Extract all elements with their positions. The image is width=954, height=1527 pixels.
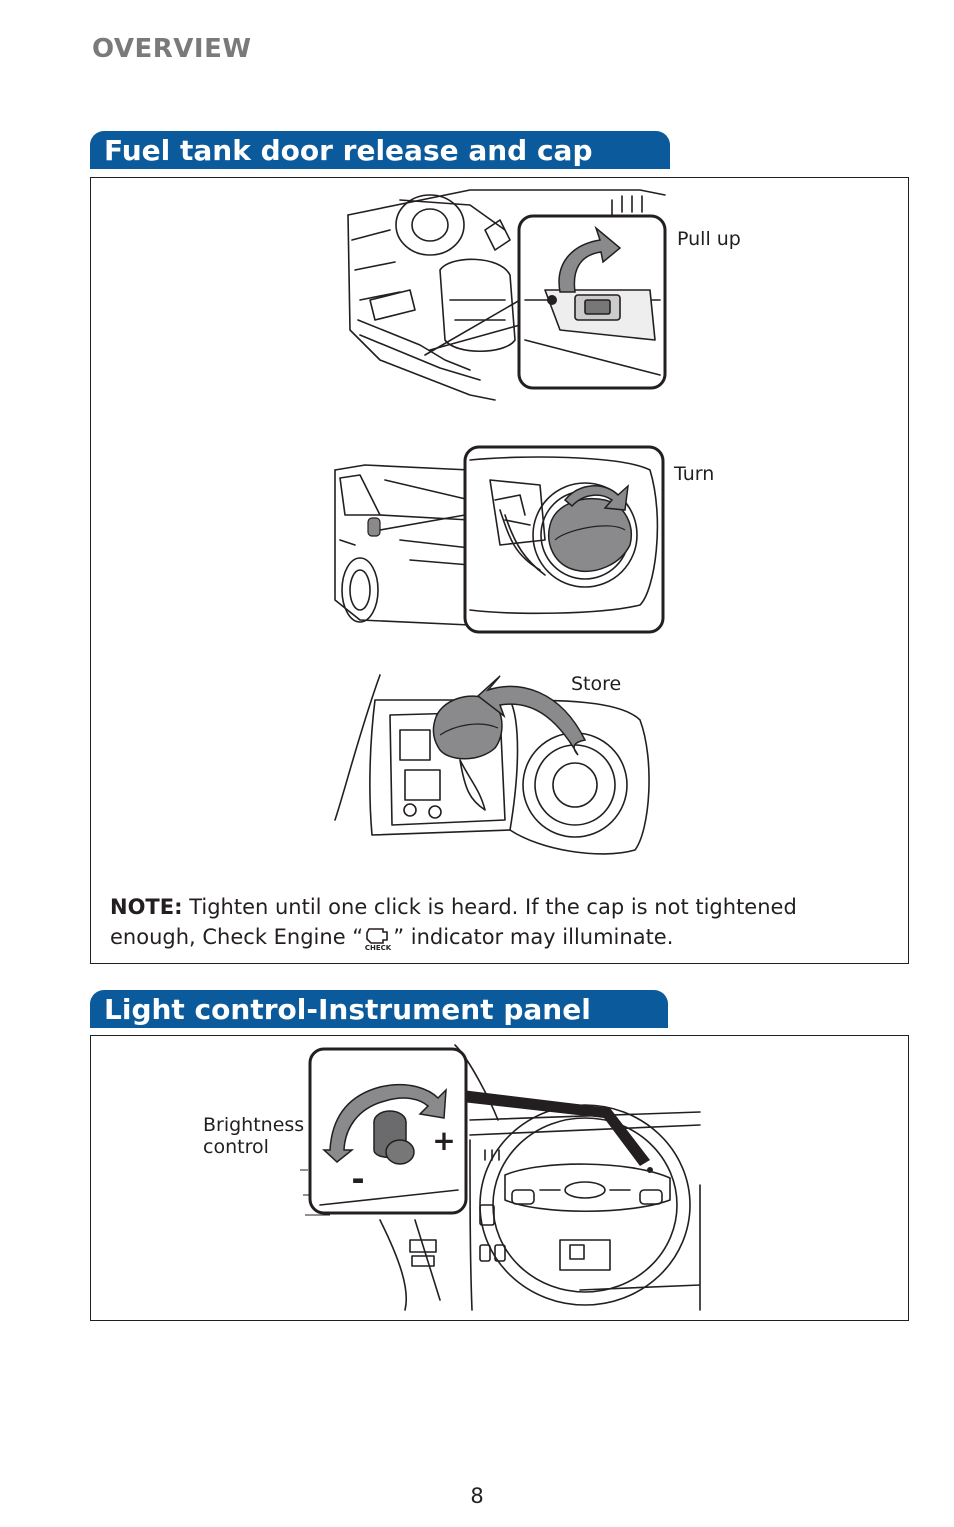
brightness-label-line2: control (203, 1136, 269, 1158)
note-text-after: ” indicator may illuminate. (393, 925, 674, 949)
plus-symbol: + (432, 1124, 455, 1157)
fuel-section-box (90, 177, 909, 964)
minus-symbol: - (351, 1160, 364, 1198)
page-number: 8 (470, 1484, 484, 1508)
turn-label: Turn (674, 463, 715, 485)
brightness-label-line1: Brightness (203, 1114, 305, 1136)
pull-up-label: Pull up (677, 228, 741, 250)
light-section-box (90, 1035, 909, 1321)
store-label: Store (571, 673, 622, 695)
fuel-section-title: Fuel tank door release and cap (90, 131, 670, 169)
check-engine-icon-text: CHECK (365, 944, 392, 952)
note-prefix: NOTE: (110, 895, 183, 919)
brightness-control-label: Brightness control (203, 1114, 304, 1158)
note-paragraph: NOTE: Tighten until one click is heard. … (110, 892, 870, 952)
section-header: OVERVIEW (92, 34, 252, 64)
light-section-title: Light control-Instrument panel (90, 990, 668, 1028)
check-engine-icon: CHECK (365, 928, 392, 952)
note-text-before: Tighten until one click is heard. If the… (110, 895, 797, 949)
